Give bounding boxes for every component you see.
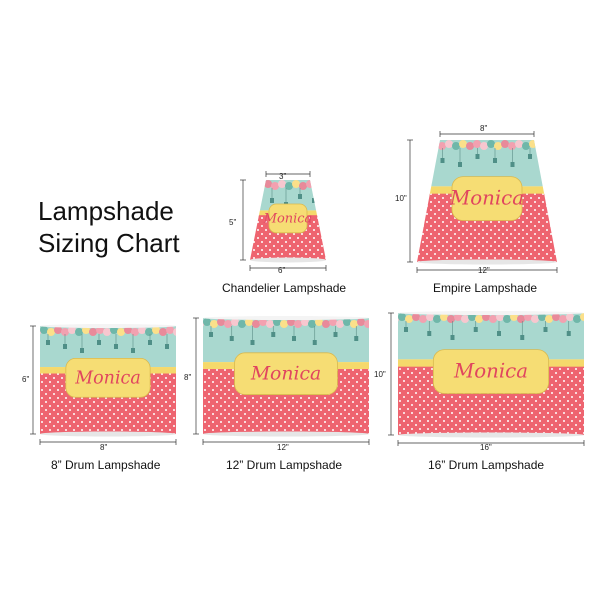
chandelier-lampshade-image: Monica xyxy=(240,171,327,271)
shade-body: Monica xyxy=(417,140,557,262)
name-label-text: Monica xyxy=(449,187,524,210)
shade-bottom-rim xyxy=(250,257,326,263)
flower-garland xyxy=(203,318,369,345)
shade-body: Monica xyxy=(40,326,176,434)
empire-lampshade-image: Monica xyxy=(407,131,558,273)
shade-top-rim xyxy=(203,316,369,320)
chandelier-top-dimension: 3" xyxy=(279,172,287,181)
dimension-lines xyxy=(388,312,585,446)
dimension-lines xyxy=(240,171,327,271)
chandelier-bottom-dimension: 6" xyxy=(278,266,286,275)
drum-16-bottom-dimension: 16" xyxy=(480,443,492,452)
drum-16-caption: 16” Drum Lampshade xyxy=(428,458,545,472)
dimension-lines xyxy=(407,131,558,273)
shade-bottom-rim xyxy=(417,259,557,265)
flower-garland xyxy=(398,313,584,340)
drum-8-bottom-dimension: 8" xyxy=(100,443,108,452)
chart-title-line2: Sizing Chart xyxy=(38,228,180,258)
drum-12-bottom-dimension: 12" xyxy=(277,443,289,452)
chart-title: Lampshade Sizing Chart xyxy=(38,195,180,259)
shade-top-rim xyxy=(40,324,176,328)
drum-12-height-dimension: 8" xyxy=(184,373,192,382)
empire-bottom-dimension: 12" xyxy=(478,266,490,275)
name-label-text: Monica xyxy=(263,211,313,226)
shade-body: Monica xyxy=(398,313,584,435)
name-label-plaque xyxy=(432,349,550,394)
shade-bottom-rim xyxy=(203,431,369,437)
empire-caption: Empire Lampshade xyxy=(433,281,538,295)
name-label-plaque xyxy=(268,203,308,234)
name-label-text: Monica xyxy=(250,364,321,385)
name-label-plaque xyxy=(451,176,523,221)
name-label-plaque xyxy=(234,352,338,395)
shade-top-rim xyxy=(398,311,584,315)
shade-body: Monica xyxy=(250,180,326,260)
drum-16-height-dimension: 10" xyxy=(374,370,386,379)
shade-bottom-rim xyxy=(398,432,584,438)
dimension-lines xyxy=(30,325,177,445)
name-label-plaque xyxy=(65,358,151,398)
drum-12-lampshade-image: Monica xyxy=(193,316,370,445)
empire-top-dimension: 8" xyxy=(480,124,488,133)
empire-height-dimension: 10" xyxy=(395,194,407,203)
name-label-text: Monica xyxy=(74,368,141,388)
drum-8-lampshade-image: Monica xyxy=(30,324,177,445)
chandelier-caption: Chandelier Lampshade xyxy=(222,281,347,295)
drum-8-height-dimension: 6" xyxy=(22,375,30,384)
flower-garland xyxy=(40,326,176,353)
name-label-text: Monica xyxy=(453,360,528,383)
chandelier-height-dimension: 5" xyxy=(229,218,237,227)
dimension-lines xyxy=(193,317,370,445)
drum-12-caption: 12” Drum Lampshade xyxy=(226,458,343,472)
shade-body: Monica xyxy=(203,318,369,434)
drum-16-lampshade-image: Monica xyxy=(388,311,585,446)
shade-bottom-rim xyxy=(40,431,176,437)
drum-8-caption: 8” Drum Lampshade xyxy=(51,458,161,472)
chart-title-line1: Lampshade xyxy=(38,196,174,226)
